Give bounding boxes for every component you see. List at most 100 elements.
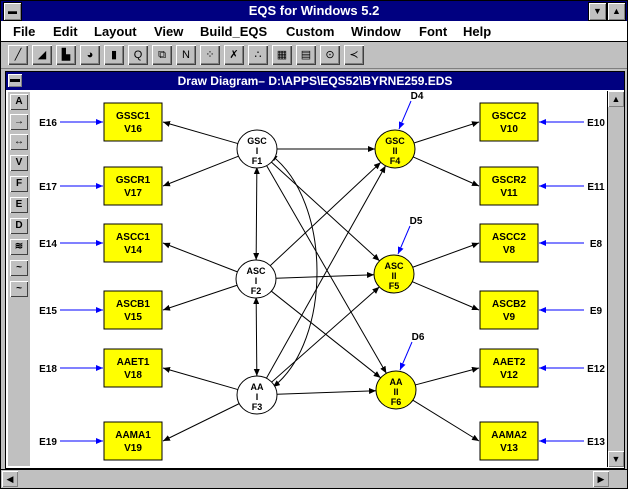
error-tool-icon[interactable]: E [10, 197, 28, 213]
error-label: E17 [39, 182, 57, 193]
variable-id-label: V16 [124, 124, 142, 135]
variable-box-rect [479, 223, 539, 263]
menu-file[interactable]: File [13, 24, 36, 39]
vertical-scrollbar[interactable]: ▲ ▼ [607, 91, 624, 467]
variable-name-label: AAET1 [117, 357, 150, 368]
menu-view[interactable]: View [154, 24, 184, 39]
structural-path-arrow [269, 161, 382, 267]
horizontal-scrollbar[interactable]: ◀ ▶ [1, 469, 627, 488]
minimize-button[interactable]: ▼ [588, 2, 607, 21]
document-system-menu-button[interactable]: ▬ [8, 74, 22, 87]
factor-loading-arrow [412, 281, 480, 311]
factor-id-label: F5 [389, 281, 400, 291]
menu-font[interactable]: Font [419, 24, 448, 39]
structural-path-arrow [271, 286, 380, 383]
bar-chart-icon[interactable]: ▙ [56, 45, 76, 65]
path-icon[interactable]: ≺ [344, 45, 364, 65]
maximize-button[interactable]: ▲ [607, 2, 626, 21]
menu-window[interactable]: Window [351, 24, 401, 39]
factor-order-label: II [393, 387, 398, 397]
copy-icon[interactable]: ⧉ [152, 45, 172, 65]
scatter-matrix-icon[interactable]: ∴ [248, 45, 268, 65]
scatter-plot-icon[interactable]: ⁘ [200, 45, 220, 65]
one-way-arrow-tool-icon[interactable]: → [10, 114, 28, 130]
menu-help[interactable]: Help [463, 24, 492, 39]
regression-icon[interactable]: ✗ [224, 45, 244, 65]
structural-path-arrow [266, 165, 387, 374]
factor-tool-icon[interactable]: F [10, 176, 28, 192]
variable-tool-icon[interactable]: V [10, 155, 28, 171]
variable-box-rect [479, 348, 539, 388]
variable-name-label: AAET2 [493, 357, 526, 368]
factor-order-label: II [392, 146, 397, 156]
structural-path-arrow [275, 271, 375, 279]
np-plot-icon[interactable]: N [176, 45, 196, 65]
disturbance-arrow [398, 100, 412, 130]
scroll-left-button[interactable]: ◀ [2, 471, 18, 487]
system-menu-button[interactable]: ▬ [3, 2, 22, 21]
title-bar[interactable]: ▬ EQS for Windows 5.2 ▼ ▲ [1, 1, 627, 21]
factor-id-label: F3 [252, 402, 263, 412]
two-way-arrow-tool-icon[interactable]: ↔ [10, 134, 28, 150]
curve-tool-icon[interactable]: ~ [10, 260, 28, 276]
variable-name-label: GSSC1 [116, 111, 150, 122]
area-chart-icon[interactable]: ◢ [32, 45, 52, 65]
document-title-bar[interactable]: ▬ Draw Diagram– D:\APPS\EQS52\BYRNE259.E… [6, 72, 624, 90]
variable-name-label: ASCB1 [116, 299, 150, 310]
draw-diagram-window: ▬ Draw Diagram– D:\APPS\EQS52\BYRNE259.E… [5, 71, 625, 469]
variable-box-rect [479, 166, 539, 206]
menu-edit[interactable]: Edit [53, 24, 78, 39]
sheet-icon[interactable]: ▤ [296, 45, 316, 65]
factor-id-label: F2 [251, 286, 262, 296]
text-tool-icon[interactable]: A [10, 94, 28, 110]
scroll-right-button[interactable]: ▶ [593, 471, 609, 487]
factor-id-label: F6 [391, 397, 402, 407]
diagram-icon[interactable]: ⊙ [320, 45, 340, 65]
line-chart-icon[interactable]: ╱ [8, 45, 28, 65]
error-label: E8 [590, 239, 603, 250]
variable-id-label: V11 [500, 188, 518, 199]
structural-path-arrow [265, 165, 387, 379]
variable-box-rect [103, 290, 163, 330]
q-plot-icon[interactable]: Q [128, 45, 148, 65]
document-title: Draw Diagram– D:\APPS\EQS52\BYRNE259.EDS [177, 74, 453, 88]
error-label: E10 [587, 118, 605, 129]
variable-id-label: V17 [124, 188, 142, 199]
scroll-down-button[interactable]: ▼ [608, 451, 624, 467]
menu-custom[interactable]: Custom [286, 24, 335, 39]
histogram-icon[interactable]: ▮ [104, 45, 124, 65]
variable-id-label: V12 [500, 370, 518, 381]
disturbance-tool-icon[interactable]: D [10, 218, 28, 234]
menu-build-eqs[interactable]: Build_EQS [200, 24, 268, 39]
pie-chart-icon[interactable]: ◕ [80, 45, 100, 65]
error-label: E18 [39, 364, 57, 375]
factor-ellipse [373, 254, 415, 294]
menu-bar: File Edit Layout View Build_EQS Custom W… [1, 21, 627, 42]
factor-loading-arrow [162, 403, 240, 442]
variable-box-rect [103, 421, 163, 461]
group-tool-icon[interactable]: ≋ [10, 239, 28, 255]
scroll-up-button[interactable]: ▲ [608, 91, 624, 107]
factor-loading-arrow [412, 399, 480, 442]
variable-box-rect [103, 348, 163, 388]
error-label: E19 [39, 437, 57, 448]
factor-loading-arrow [412, 156, 480, 187]
factor-name-label: GSC [247, 136, 267, 146]
curve-alt-tool-icon[interactable]: ~ [10, 281, 28, 297]
menu-layout[interactable]: Layout [94, 24, 137, 39]
variable-id-label: V9 [503, 312, 516, 323]
table-icon[interactable]: ▦ [272, 45, 292, 65]
factor-ellipse [236, 375, 278, 415]
covariance-arrow [253, 296, 260, 377]
